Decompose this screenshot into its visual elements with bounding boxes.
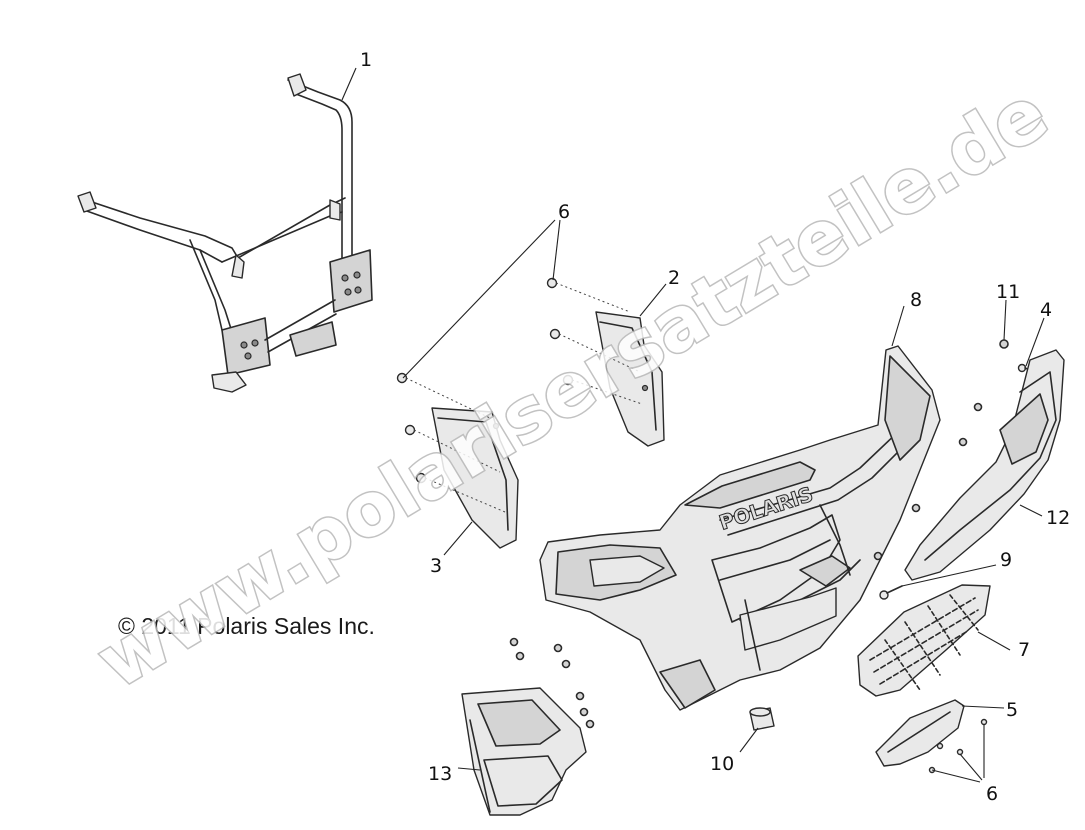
part-3-bracket	[431, 407, 519, 549]
callout-6-bottom: 6	[986, 783, 998, 805]
callout-11: 11	[996, 281, 1020, 303]
callout-6-top: 6	[558, 201, 570, 223]
callout-8: 8	[910, 289, 922, 311]
callout-13: 13	[428, 763, 452, 785]
part-2-bracket	[595, 311, 665, 447]
part-13-lower-panel	[461, 687, 587, 816]
callout-2: 2	[668, 267, 680, 289]
part-12-side-cover	[873, 349, 1065, 581]
callout-9: 9	[1000, 549, 1012, 571]
copyright-notice: © 2011 Polaris Sales Inc.	[118, 613, 375, 639]
part-8-front-fascia: POLARIS	[539, 345, 941, 711]
part-9-bolt	[879, 585, 903, 600]
loose-fasteners	[509, 637, 595, 729]
callout-7: 7	[1018, 639, 1030, 661]
part-11-nut	[999, 339, 1009, 349]
part-10-bumper-stop	[749, 707, 775, 731]
leader-lines	[341, 67, 1045, 783]
part-7-grille	[857, 584, 991, 697]
callout-4: 4	[1040, 299, 1052, 321]
part-5-lower-bracket	[875, 699, 988, 774]
callout-1: 1	[360, 49, 372, 71]
callout-12: 12	[1046, 507, 1070, 529]
part-6-bolts	[396, 277, 643, 513]
callout-labels: 1 2 3 4 5 6 6 7 8 9 10 11 12 13	[360, 49, 1070, 805]
callout-3: 3	[430, 555, 442, 577]
callout-10: 10	[710, 753, 734, 775]
callout-5: 5	[1006, 699, 1018, 721]
part-1-bumper-frame	[77, 73, 373, 393]
